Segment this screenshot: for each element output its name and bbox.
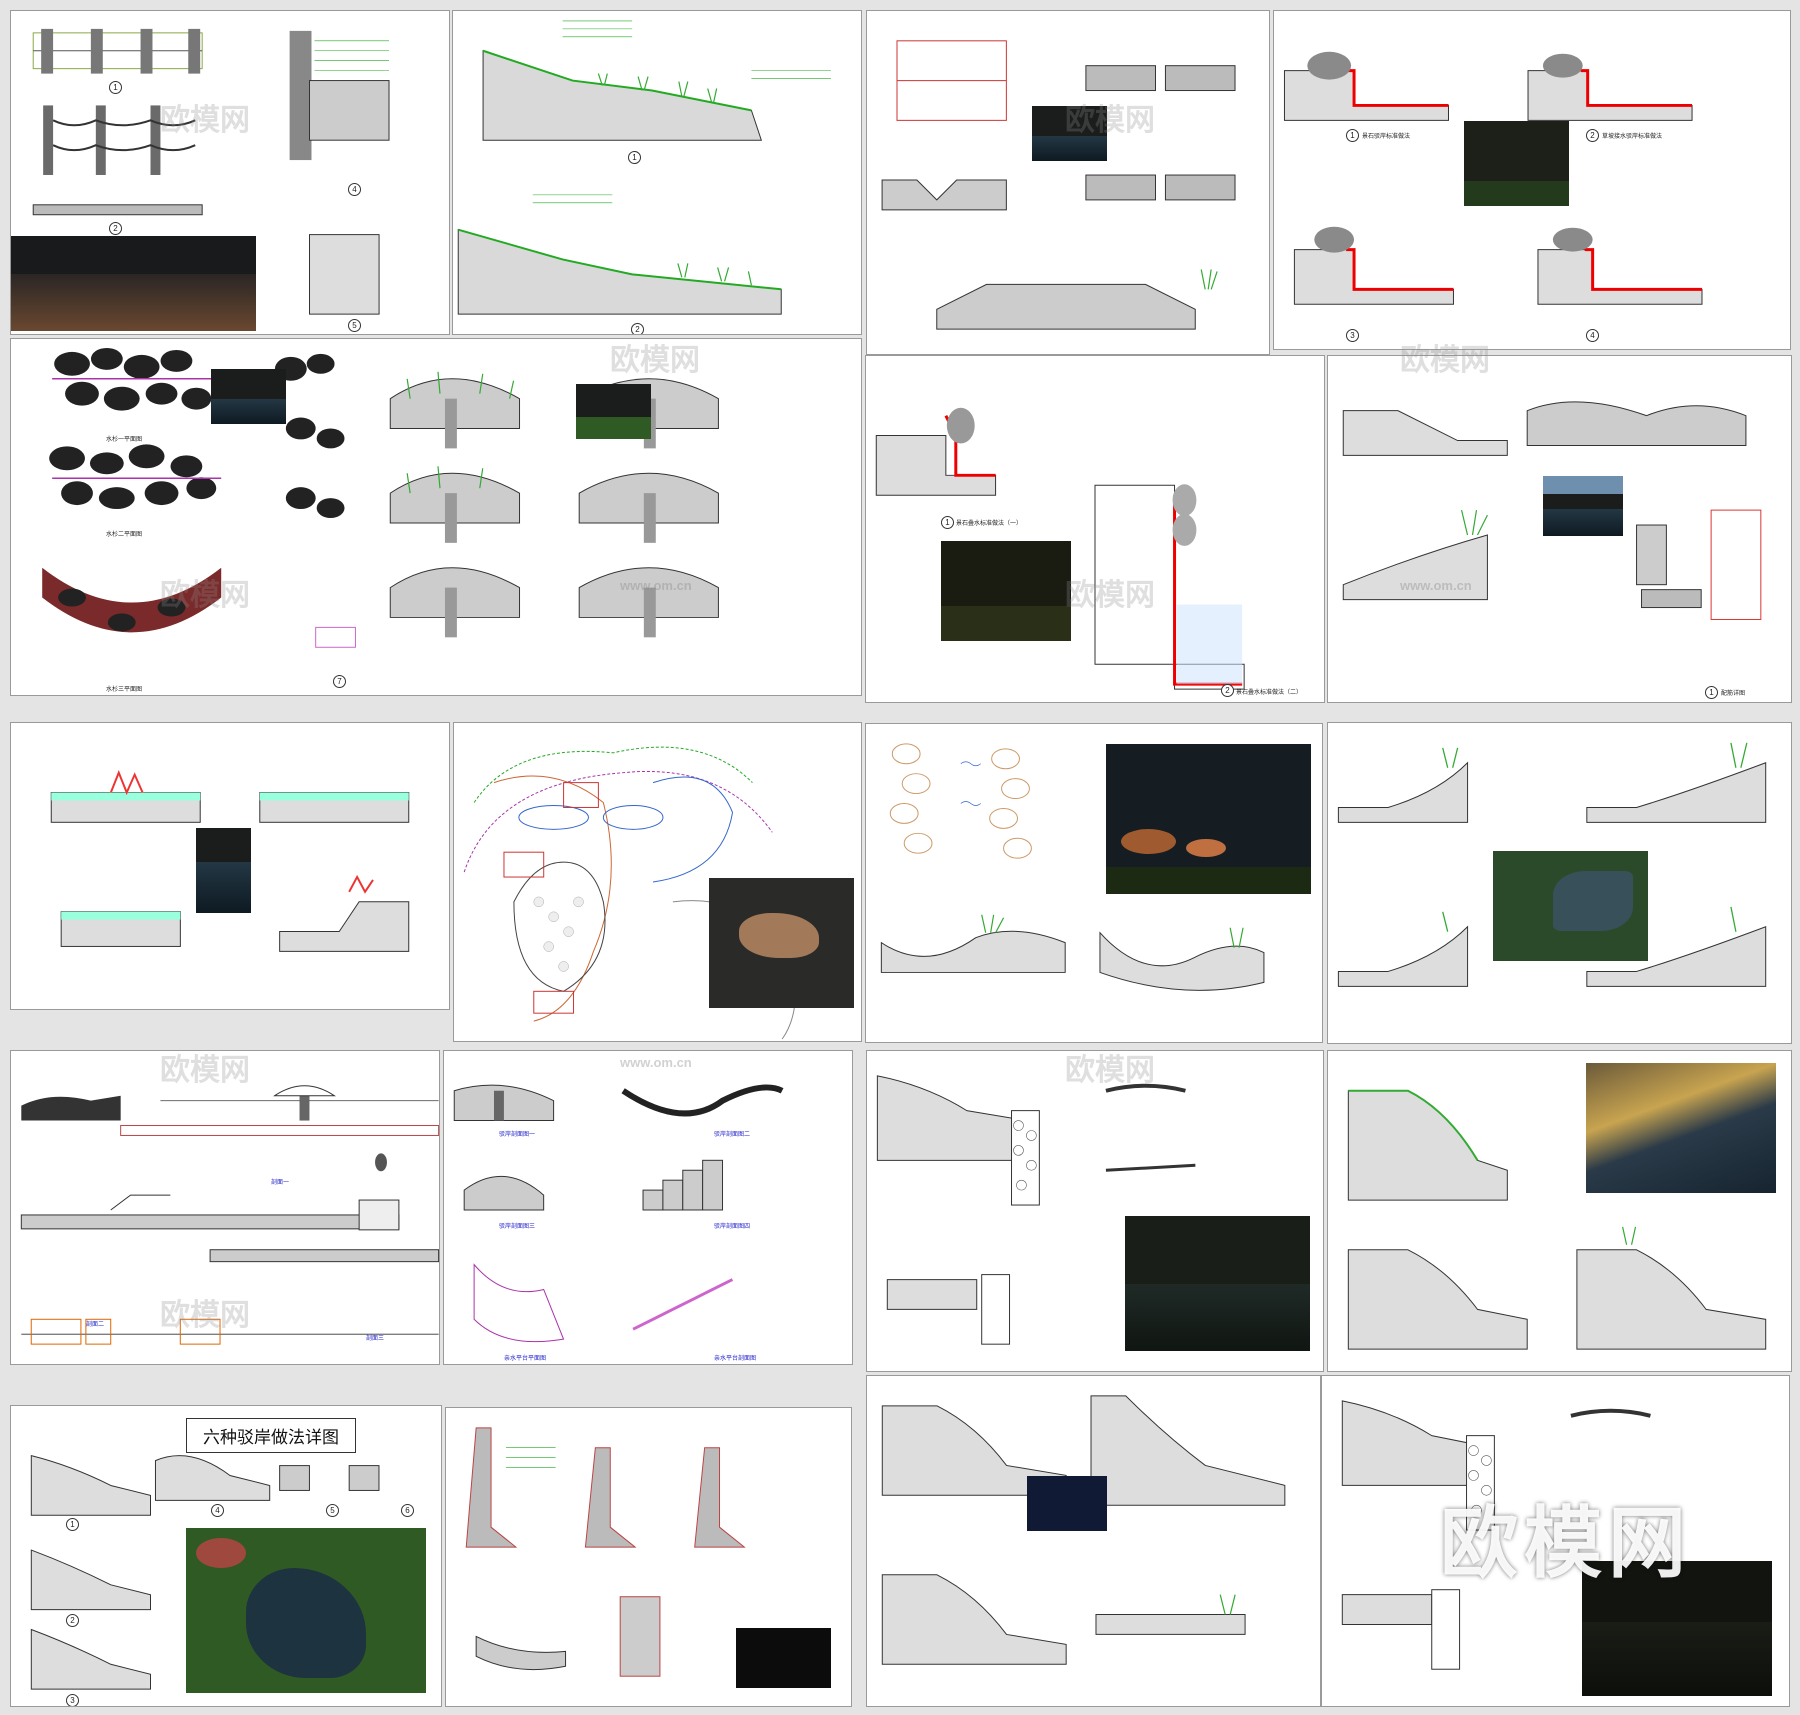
label-lawn-revetment: 草坡接水驳岸标准做法 (1602, 134, 1663, 140)
sheet-stepping-stones: 水杉一平面图 水杉二平面图 水杉三平面图 7 (10, 338, 862, 696)
label-bank-section-4: 驳岸剖面图四 (714, 1224, 751, 1230)
sheet-railing-details: 1 2 4 5 (10, 10, 450, 335)
label-section-2: 剖面二 (86, 1322, 105, 1328)
detail-number-2: 2 (631, 323, 644, 334)
detail-number-5: 5 (326, 1504, 339, 1517)
photo-pebble-stream (1106, 744, 1311, 894)
sheet-grass-slopes (1327, 722, 1792, 1044)
sheet-embankment-details: 1 配筋详图 (1327, 355, 1792, 703)
railing-drawing (32, 28, 390, 315)
panel-title: 六种驳岸做法详图 (186, 1418, 356, 1453)
photo-wetland (1032, 106, 1107, 161)
rock-revetment-drawing (1283, 51, 1703, 305)
photo-lake-embankment (1543, 476, 1623, 536)
photo-revetment-dark (1464, 121, 1569, 206)
six-revetments-drawing (30, 1455, 380, 1690)
sheet-gabion-sections-a (866, 1050, 1324, 1372)
detail-number-2: 2 (66, 1614, 79, 1627)
label-rock-revetment: 景石驳岸标准做法 (1362, 134, 1411, 140)
detail-number-3: 3 (1346, 329, 1359, 342)
detail-number-1: 1 (941, 516, 954, 529)
detail-number-2: 2 (1221, 684, 1234, 697)
photo-railing-night (11, 236, 256, 331)
photo-pond-night (196, 828, 251, 913)
detail-number-2: 2 (109, 222, 122, 235)
photo-cascade-dark (941, 541, 1071, 641)
detail-number-4: 4 (1586, 329, 1599, 342)
photo-stepping-pond (576, 384, 651, 439)
revetment-sections-drawing (20, 1085, 439, 1345)
label-stepping-plan-2: 水杉二平面图 (106, 532, 143, 538)
sheet-stream-bed-details (866, 1375, 1321, 1707)
label-bank-section-1: 驳岸剖面图一 (499, 1132, 536, 1138)
sheet-bank-profiles: 驳岸剖面图一 驳岸剖面图二 驳岸剖面图三 驳岸剖面图四 亲水平台平面图 亲水平台… (443, 1050, 853, 1365)
gravel-banks-drawing (1347, 1089, 1767, 1350)
photo-stepping-stream (211, 369, 286, 424)
detail-number-4: 4 (348, 183, 361, 196)
retaining-walls-drawing (465, 1427, 746, 1677)
bank-profiles-drawing (453, 1084, 784, 1343)
detail-number-5: 5 (348, 319, 361, 332)
label-bank-section-3: 驳岸剖面图三 (499, 1224, 536, 1230)
detail-number-1: 1 (1705, 686, 1718, 699)
label-bank-section-2: 驳岸剖面图二 (714, 1132, 751, 1138)
photo-garden-stream (186, 1528, 426, 1693)
photo-rock-water (709, 878, 854, 1008)
grass-slopes-drawing (1337, 742, 1767, 987)
photo-lake-path (1586, 1063, 1776, 1193)
label-rebar-detail: 配筋详图 (1721, 691, 1746, 697)
photo-dark-steps (736, 1628, 831, 1688)
cascade-drawing (875, 407, 1245, 690)
sheet-pebble-stream (865, 723, 1323, 1043)
label-stepping-plan-1: 水杉一平面图 (106, 437, 143, 443)
label-platform-section: 亲水平台剖面图 (714, 1356, 757, 1362)
detail-number-1: 1 (1346, 129, 1359, 142)
gabion-sections-b-drawing (1341, 1400, 1651, 1670)
photo-reed-pond (1125, 1216, 1310, 1351)
detail-number-7: 7 (333, 675, 346, 688)
pebble-stream-drawing (880, 743, 1265, 991)
brand-logo: 欧模网 (1439, 1499, 1692, 1589)
label-cascade-2: 景石叠水标准做法（二） (1236, 690, 1303, 696)
sheet-gravel-banks (1327, 1050, 1792, 1372)
wetland-drain-drawing (881, 40, 1236, 330)
sheet-retaining-walls (445, 1407, 852, 1707)
detail-number-4: 4 (211, 1504, 224, 1517)
detail-number-1: 1 (109, 81, 122, 94)
label-section-1: 剖面一 (271, 1180, 290, 1186)
photo-pool-blue (1027, 1476, 1107, 1531)
sheet-site-plan (453, 722, 862, 1042)
label-stepping-plan-3: 水杉三平面图 (106, 687, 143, 693)
detail-number-1: 1 (66, 1518, 79, 1531)
detail-number-2: 2 (1586, 129, 1599, 142)
stream-bed-drawing (881, 1395, 1286, 1665)
label-section-3: 剖面三 (366, 1336, 385, 1342)
sheet-revetment-sections: 剖面一 剖面二 剖面三 (10, 1050, 440, 1365)
detail-number-3: 3 (66, 1694, 79, 1706)
stepping-stones-drawing (42, 347, 719, 648)
sheet-slope-sections: 1 2 (452, 10, 862, 335)
sheet-wetland-drain (866, 10, 1270, 355)
photo-grass-river (1493, 851, 1648, 961)
detail-number-1: 1 (628, 151, 641, 164)
sheet-gabion-sections-b (1321, 1375, 1790, 1707)
gabion-sections-drawing (876, 1075, 1196, 1345)
pond-edge-drawing (50, 769, 410, 952)
label-platform-plan: 亲水平台平面图 (504, 1356, 547, 1362)
photo-night-river (1582, 1561, 1772, 1696)
sheet-cascade-details: 1 景石叠水标准做法（一） 2 景石叠水标准做法（二） (865, 355, 1325, 703)
detail-number-6: 6 (401, 1504, 414, 1517)
embankment-drawing (1342, 401, 1762, 620)
label-cascade-1: 景石叠水标准做法（一） (956, 521, 1023, 527)
slope-sections-drawing (457, 20, 831, 315)
sheet-pond-edge (10, 722, 450, 1010)
sheet-six-revetments: 六种驳岸做法详图 1 2 3 4 5 6 (10, 1405, 442, 1707)
sheet-rock-revetment: 1 景石驳岸标准做法 2 草坡接水驳岸标准做法 3 4 (1273, 10, 1791, 350)
